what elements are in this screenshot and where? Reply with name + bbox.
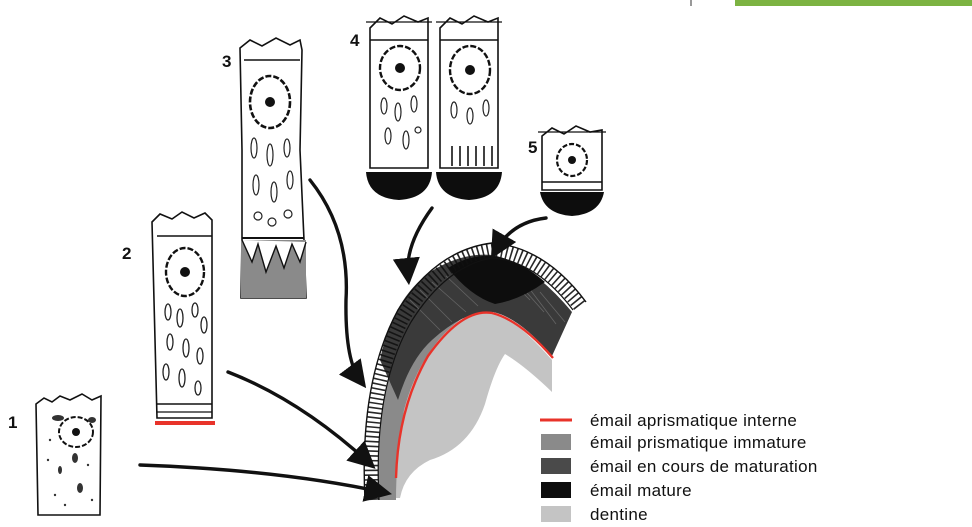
cell-2-red-layer <box>155 421 215 425</box>
legend-swatch-mature <box>541 482 571 498</box>
cell-2-number: 2 <box>122 244 131 263</box>
arrow-from-cell-4 <box>408 208 432 275</box>
legend-label-maturing: émail en cours de maturation <box>590 457 818 476</box>
cell-1 <box>36 394 101 515</box>
cell-4a-enamel <box>366 172 432 200</box>
arrow-from-cell-1 <box>140 465 382 492</box>
arrow-from-cell-2 <box>228 372 368 462</box>
cell-5-enamel <box>540 192 604 216</box>
legend: émail aprismatique interne émail prismat… <box>540 411 818 524</box>
legend-label-immature: émail prismatique immature <box>590 433 807 452</box>
cell-4-number: 4 <box>350 31 360 50</box>
cell-5 <box>538 126 606 216</box>
cell-4a <box>366 16 432 200</box>
legend-swatch-maturing <box>541 458 571 474</box>
cell-3 <box>240 38 306 298</box>
cell-2 <box>152 212 215 425</box>
arrow-from-cell-3 <box>310 180 360 380</box>
legend-label-dentine: dentine <box>590 505 648 524</box>
legend-label-aprismatic: émail aprismatique interne <box>590 411 797 430</box>
legend-swatch-immature <box>541 434 571 450</box>
legend-swatch-dentine <box>541 506 571 522</box>
legend-label-mature: émail mature <box>590 481 692 500</box>
cell-5-number: 5 <box>528 138 537 157</box>
accent-bar-divider <box>690 0 692 6</box>
accent-bar <box>735 0 972 6</box>
cell-3-number: 3 <box>222 52 231 71</box>
cell-1-number: 1 <box>8 413 17 432</box>
cell-4b-enamel <box>436 172 502 200</box>
cell-4b <box>436 16 502 200</box>
